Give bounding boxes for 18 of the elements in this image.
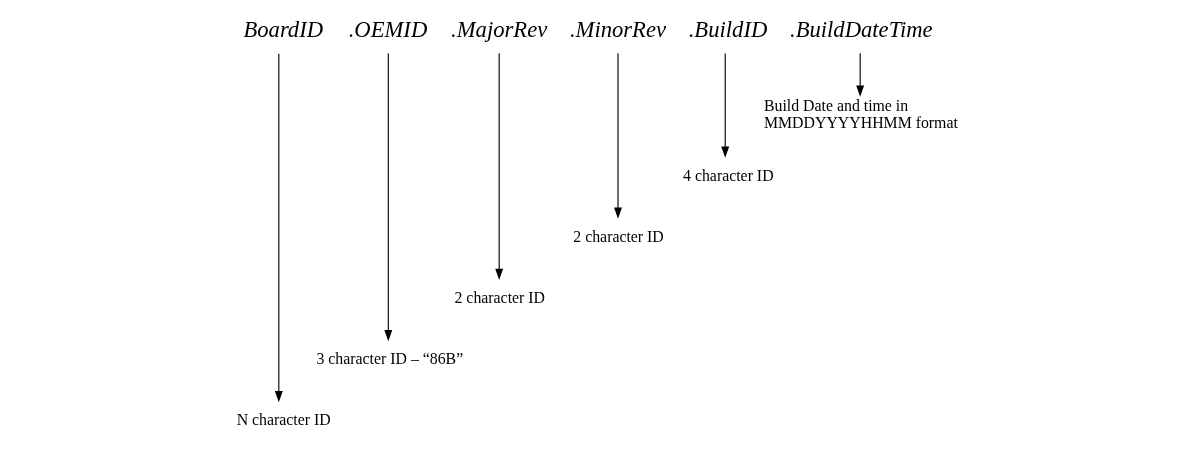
node-text: .MajorRev xyxy=(451,17,548,43)
arrow xyxy=(856,52,865,97)
node-text: .BuildID xyxy=(688,17,768,43)
arrow xyxy=(274,53,283,403)
node-text: 2 character ID xyxy=(573,227,664,245)
node-text: Build Date and time in MMDDYYYYHHMM format xyxy=(763,97,958,132)
node-text: .MinorRev xyxy=(569,17,667,43)
arrow xyxy=(495,52,504,281)
arrow xyxy=(614,52,622,219)
node-text: 2 character ID xyxy=(454,289,545,307)
node-text: .BuildDateTime xyxy=(790,17,933,43)
node-text: 4 character ID xyxy=(683,166,774,184)
node-text: 3 character ID – “86B” xyxy=(316,350,464,368)
node-text: BoardID xyxy=(243,17,324,43)
arrow xyxy=(384,52,393,342)
arrow xyxy=(721,52,730,158)
node-text: N character ID xyxy=(236,411,331,429)
node-text: .OEMID xyxy=(348,17,428,43)
